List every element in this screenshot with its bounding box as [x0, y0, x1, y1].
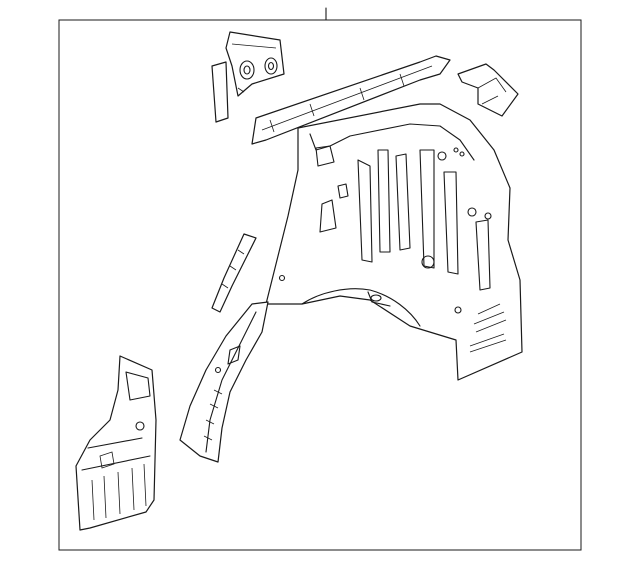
quarter-inner-panel-part [265, 103, 523, 381]
diagram-frame [58, 19, 582, 551]
reinforcement-strip-part [211, 233, 257, 313]
roof-rail-part [251, 55, 451, 145]
wheelhouse-extension-part [179, 301, 269, 463]
corner-bracket-part [457, 63, 519, 117]
upper-bracket-part [211, 31, 285, 123]
lower-corner-panel-part [75, 355, 157, 531]
